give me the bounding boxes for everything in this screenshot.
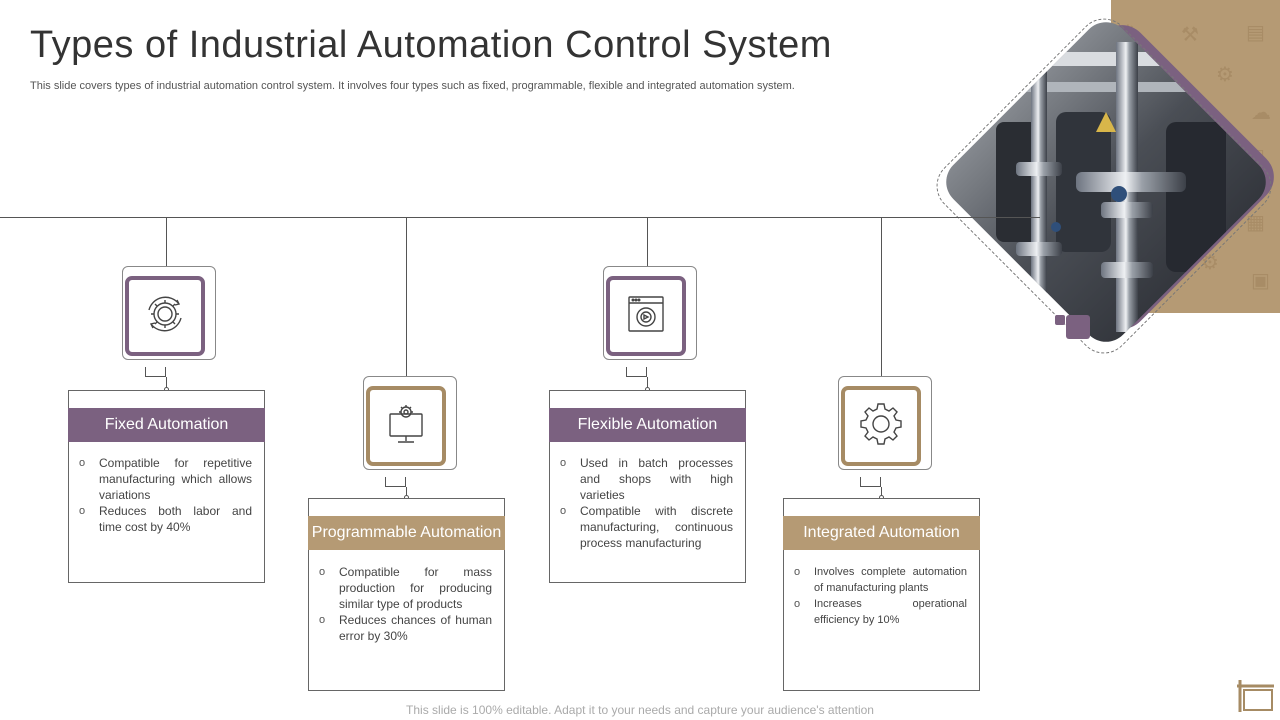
connector-line [406,487,407,497]
card-heading: Integrated Automation [783,516,980,550]
chart-icon: ▦ [1246,210,1265,234]
connector-bracket [860,477,881,487]
list-item: Compatible with discrete manufacturing, … [560,503,733,551]
timeline-line [0,217,1040,218]
icon-box [606,276,686,356]
gear-icon: ⚙ [1216,62,1234,86]
list-item: Involves complete automation of manufact… [794,564,967,596]
list-item: Compatible for mass production for produ… [319,564,492,612]
slide-title: Types of Industrial Automation Control S… [30,24,832,66]
card-bullet-list: Used in batch processes and shops with h… [560,455,733,551]
decorative-square [1055,315,1065,325]
card-bullet-list: Involves complete automation of manufact… [794,564,967,628]
cloud-icon: ☁ [1251,100,1271,124]
connector-bracket [385,477,406,487]
connector-line [406,217,407,377]
connector-line [647,377,648,389]
slide-footer: This slide is 100% editable. Adapt it to… [406,703,874,717]
card-integrated-automation: Integrated Automation Involves complete … [783,498,980,691]
toolbox-icon: ▣ [1251,268,1270,292]
connector-line [166,217,167,267]
list-item: Reduces both labor and time cost by 40% [79,503,252,535]
list-item: Used in batch processes and shops with h… [560,455,733,503]
icon-box [841,386,921,466]
connector-line [166,377,167,389]
icon-box [125,276,205,356]
slide-subtitle: This slide covers types of industrial au… [30,80,795,92]
list-item: Increases operational efficiency by 10% [794,596,967,628]
list-item: Compatible for repetitive manufacturing … [79,455,252,503]
signpost-icon [1236,678,1276,714]
card-programmable-automation: Programmable Automation Compatible for m… [308,498,505,691]
icon-box [366,386,446,466]
list-item: Reduces chances of human error by 30% [319,612,492,644]
gear-refresh-icon [141,290,189,343]
connector-bracket [145,367,166,377]
gear-icon [857,400,905,453]
gear-window-icon [622,290,670,343]
card-heading: Flexible Automation [549,408,746,442]
robot-arm-icon: ⚒ [1181,22,1199,46]
card-flexible-automation: Flexible Automation Used in batch proces… [549,390,746,583]
connector-bracket [626,367,647,377]
card-bullet-list: Compatible for repetitive manufacturing … [79,455,252,535]
gear-monitor-icon [382,400,430,453]
connector-line [881,487,882,497]
connector-line [647,217,648,267]
card-heading: Fixed Automation [68,408,265,442]
decorative-square [1066,315,1090,339]
document-icon: ▤ [1246,20,1265,44]
card-heading: Programmable Automation [308,516,505,550]
connector-line [881,217,882,377]
card-fixed-automation: Fixed Automation Compatible for repetiti… [68,390,265,583]
card-bullet-list: Compatible for mass production for produ… [319,564,492,644]
